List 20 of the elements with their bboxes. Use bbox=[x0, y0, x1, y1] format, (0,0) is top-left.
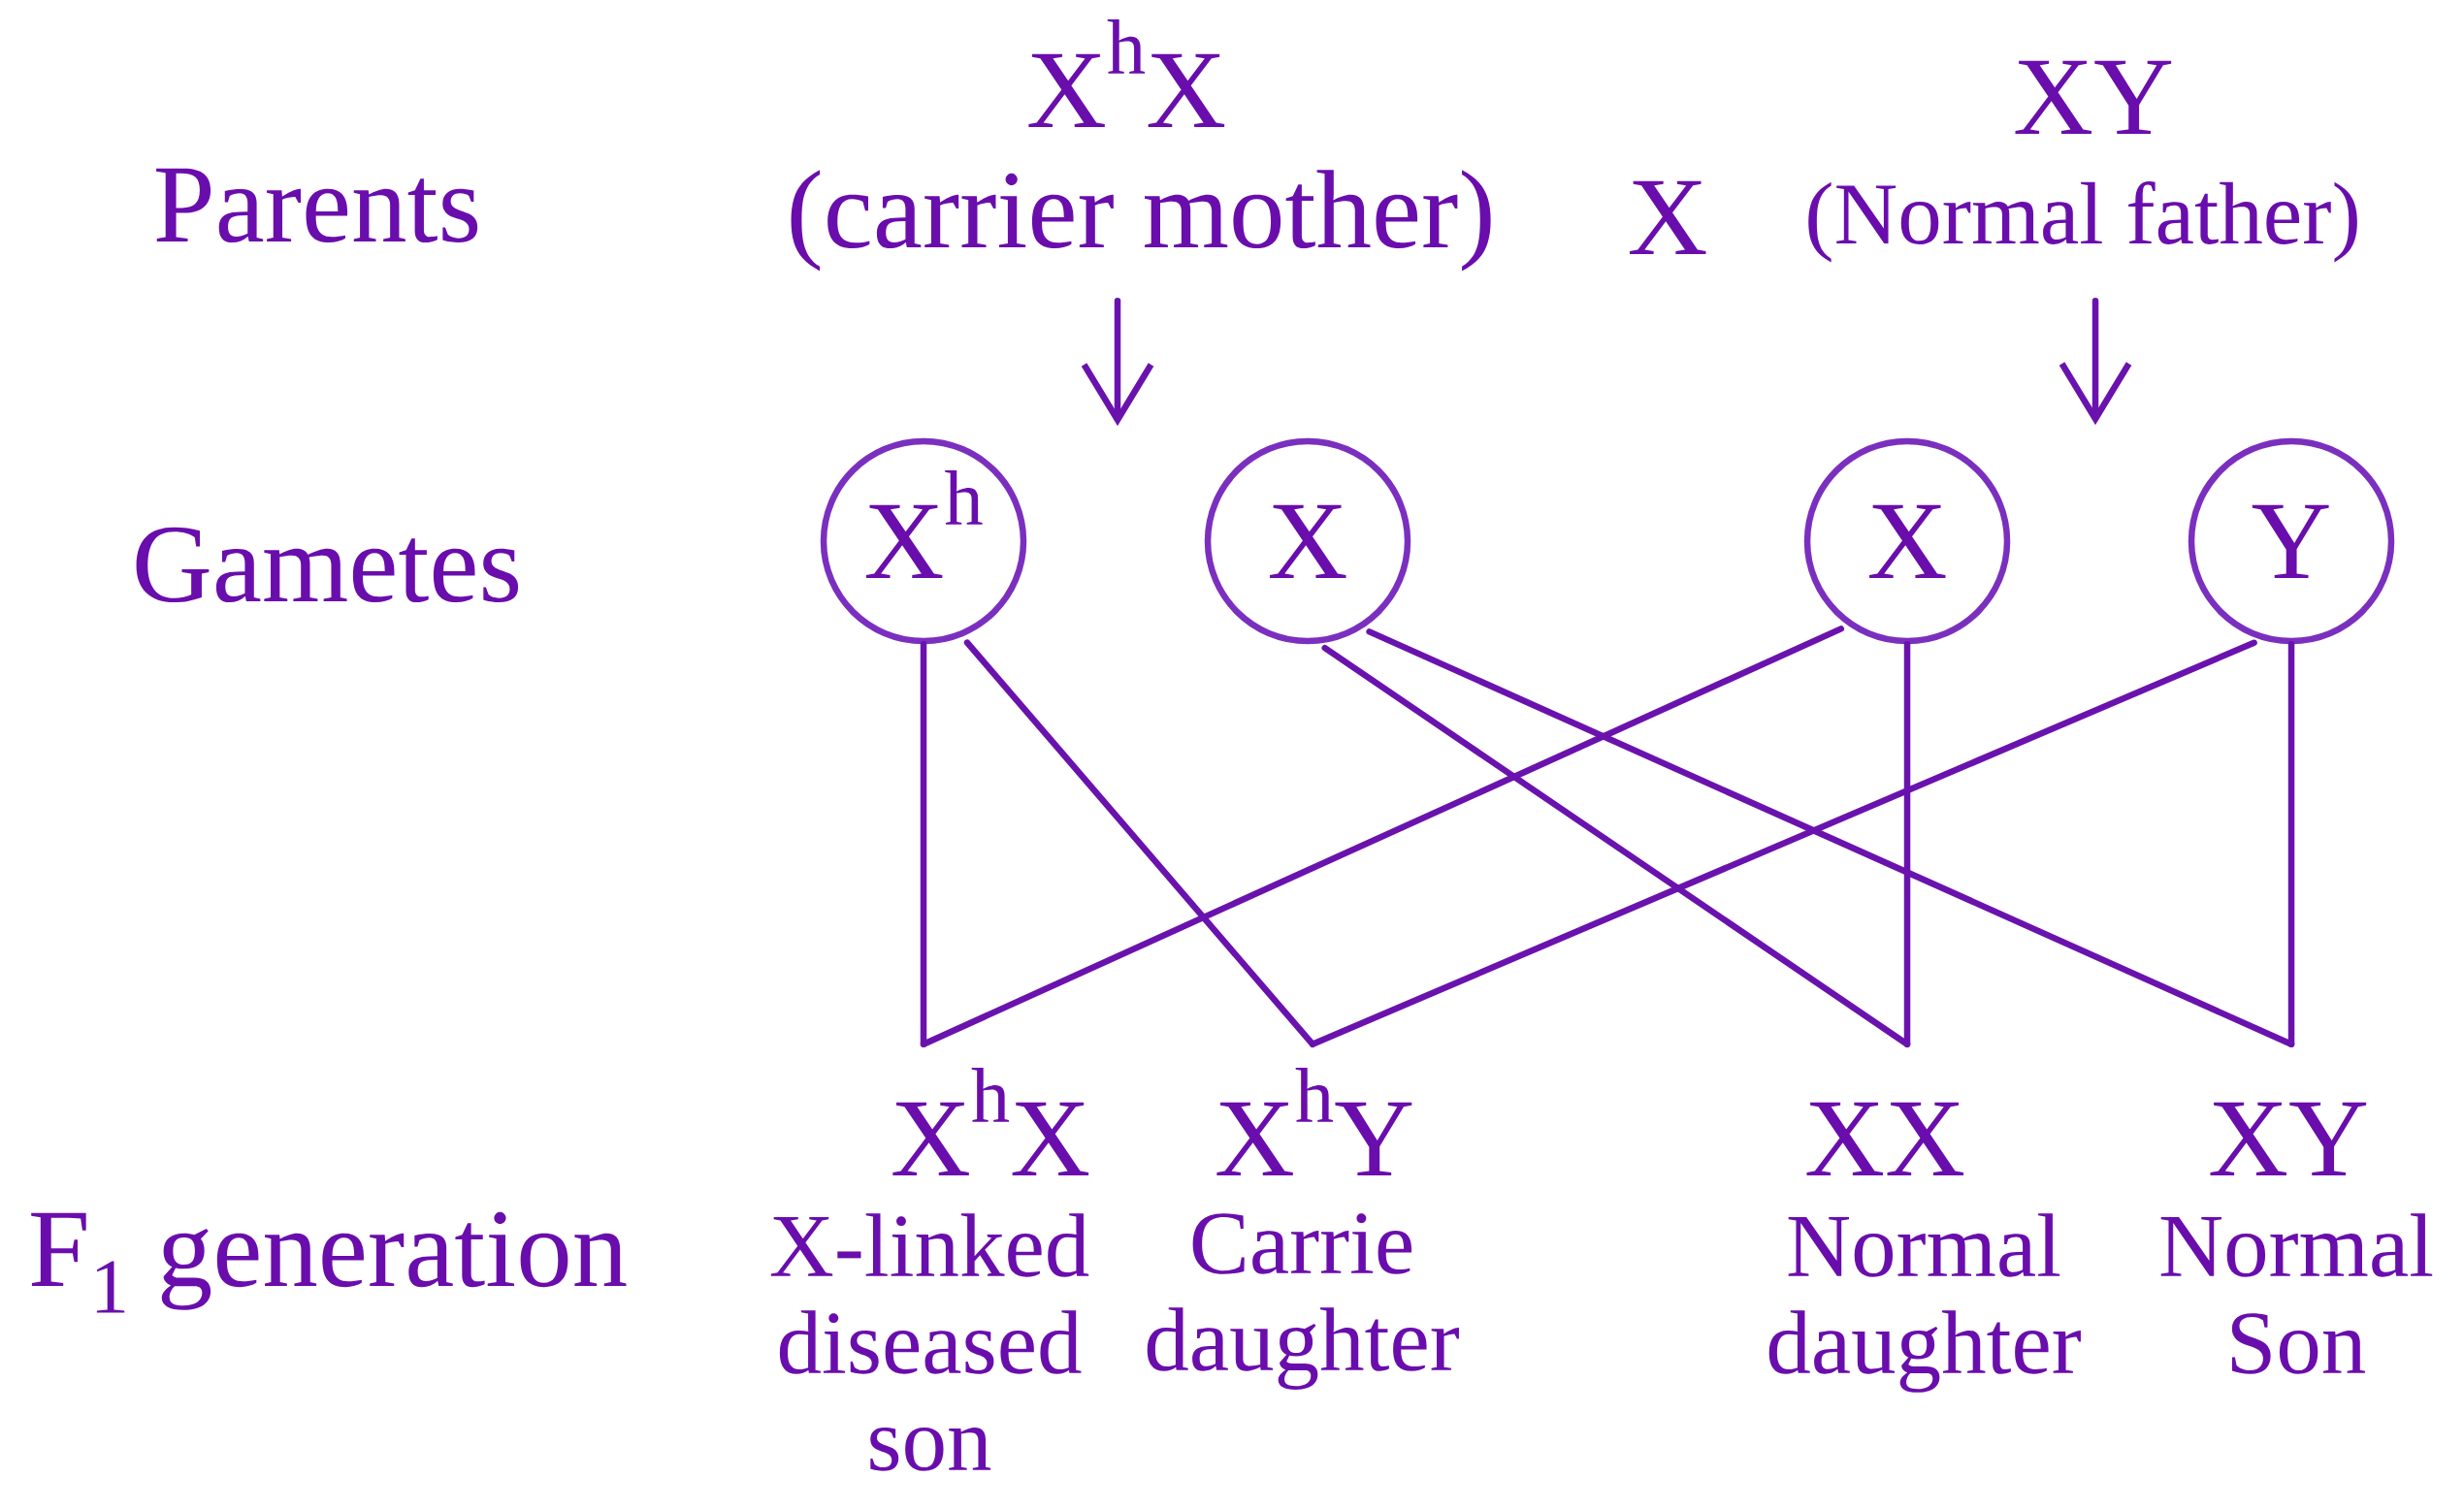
row-label: Gametes bbox=[136, 527, 519, 603]
offspring-description: Carrie daughter bbox=[1147, 1213, 1459, 1390]
row-label: F$_{1}$ generation bbox=[31, 1211, 627, 1313]
cross-sign: X bbox=[1630, 180, 1706, 254]
parent-description: (carrier mother) bbox=[791, 170, 1491, 272]
genotype-label: X$^{h}$Y bbox=[1216, 1067, 1412, 1175]
connector-line bbox=[963, 639, 1316, 1047]
genotype-label: X$^{h}$X bbox=[1028, 18, 1225, 127]
row-label: Parents bbox=[156, 168, 478, 243]
genotype-label: XX bbox=[1806, 1102, 1963, 1175]
offspring-description: X-linked diseased son bbox=[770, 1213, 1089, 1471]
offspring-description: Normal daughter bbox=[1768, 1213, 2081, 1393]
genotype-label: XY bbox=[2210, 1102, 2367, 1175]
connector-line bbox=[920, 626, 1845, 1047]
connector-line bbox=[1903, 641, 1911, 1047]
genotype-label: XY bbox=[2015, 60, 2172, 134]
connector-line bbox=[2287, 641, 2295, 1047]
offspring-description: Normal Son bbox=[2160, 1213, 2433, 1374]
parent-description: (Normal father) bbox=[1808, 180, 2357, 263]
genotype-label: X$^{h}$X bbox=[892, 1067, 1089, 1175]
